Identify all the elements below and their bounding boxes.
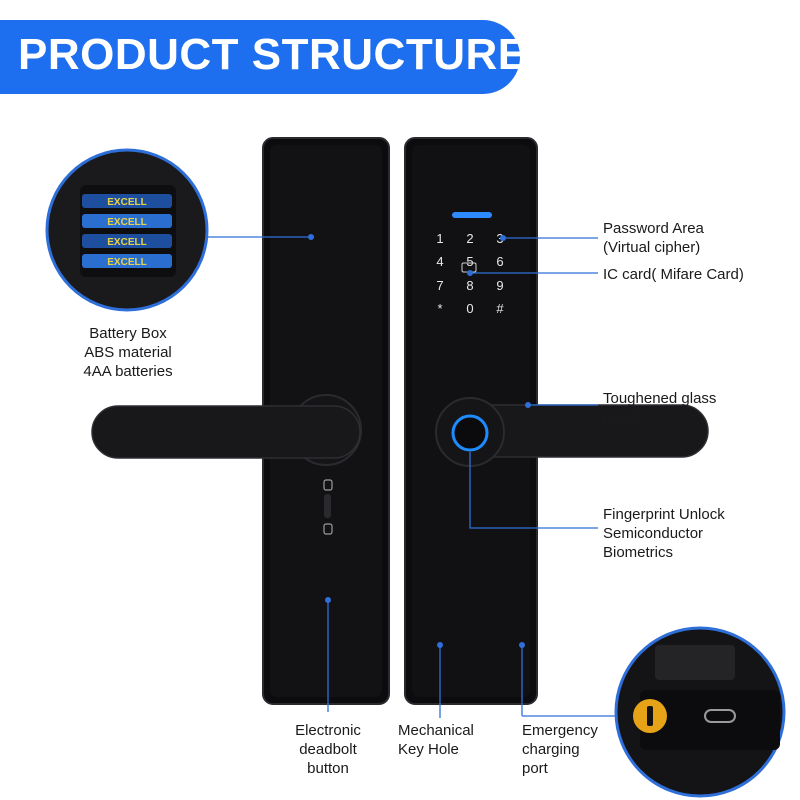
battery-box-zoom: EXCELL EXCELL EXCELL EXCELL — [45, 148, 209, 312]
key-9[interactable]: 9 — [496, 278, 503, 293]
password-area-label: Password Area (Virtual cipher) — [603, 220, 704, 256]
inner-handle-lever — [91, 405, 361, 459]
virtual-keypad: 1 2 3 4 5 6 7 8 9 * 0 # — [436, 231, 504, 316]
key-star[interactable]: * — [437, 301, 442, 316]
key-6[interactable]: 6 — [496, 254, 503, 269]
svg-text:EXCELL: EXCELL — [107, 197, 146, 208]
key-0[interactable]: 0 — [466, 301, 473, 316]
battery-box-label: Battery Box ABS material 4AA batteries — [83, 325, 173, 380]
svg-text:EXCELL: EXCELL — [107, 237, 146, 248]
page-title: PRODUCT STRUCTURE — [18, 30, 528, 79]
glass-panel-label: Toughened glass panel — [603, 390, 717, 426]
svg-text:EXCELL: EXCELL — [107, 217, 146, 228]
key-charging-zoom — [614, 626, 786, 798]
deadbolt-label: Electronic deadbolt button — [295, 722, 361, 777]
key-1[interactable]: 1 — [436, 231, 443, 246]
key-8[interactable]: 8 — [466, 278, 473, 293]
key-3[interactable]: 3 — [496, 231, 503, 246]
key-hole-label: Mechanical Key Hole — [398, 722, 474, 758]
ic-card-label: IC card( Mifare Card) — [603, 266, 744, 283]
charging-port-label: Emergency charging port — [522, 722, 598, 777]
fingerprint-sensor-icon — [451, 414, 489, 452]
status-light-bar — [452, 212, 492, 218]
svg-text:EXCELL: EXCELL — [107, 257, 146, 268]
key-5[interactable]: 5 — [466, 254, 473, 269]
key-4[interactable]: 4 — [436, 254, 443, 269]
title-banner — [0, 20, 520, 94]
deadbolt-button-icon — [323, 479, 333, 535]
battery-icons: EXCELL EXCELL EXCELL EXCELL — [82, 194, 172, 268]
fingerprint-label: Fingerprint Unlock Semiconductor Biometr… — [603, 506, 725, 561]
key-7[interactable]: 7 — [436, 278, 443, 293]
key-hash[interactable]: # — [496, 301, 504, 316]
key-2[interactable]: 2 — [466, 231, 473, 246]
usb-c-port-icon — [704, 709, 736, 723]
